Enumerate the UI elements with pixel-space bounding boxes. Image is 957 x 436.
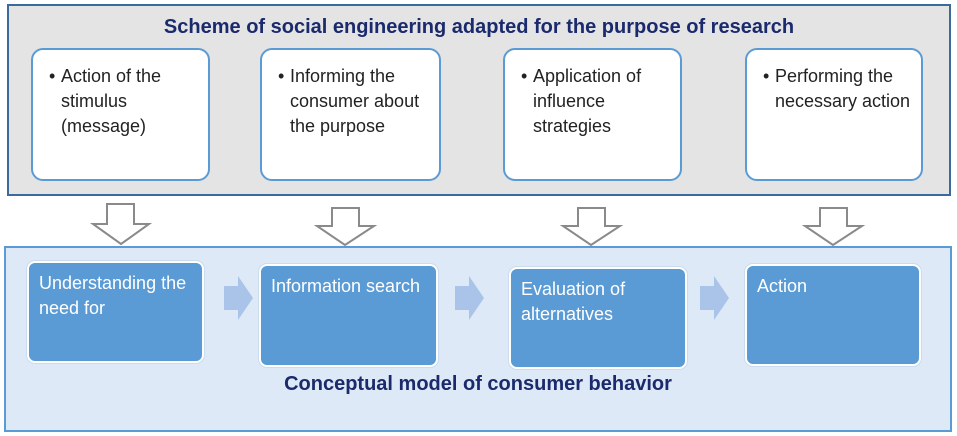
social-engineering-title: Scheme of social engineering adapted for… — [163, 16, 795, 38]
scheme-item: •Performing the necessary action — [745, 48, 923, 181]
down-arrow-icon — [89, 203, 153, 246]
step-box: Understanding the need for — [27, 261, 204, 363]
step-box: Information search — [259, 264, 438, 367]
step-box: Action — [745, 264, 921, 366]
down-arrow-icon — [801, 207, 866, 246]
down-arrow-icon — [313, 207, 378, 246]
scheme-item: •Informing the consumer about the purpos… — [260, 48, 441, 181]
right-arrow-icon — [700, 276, 729, 320]
scheme-item: •Application of influence strategies — [503, 48, 682, 181]
consumer-behavior-title: Conceptual model of consumer behavior — [284, 373, 672, 395]
step-box: Evaluation of alternatives — [509, 267, 687, 369]
right-arrow-icon — [455, 276, 484, 320]
right-arrow-icon — [224, 276, 253, 320]
down-arrows — [89, 203, 866, 246]
right-arrows — [224, 276, 729, 320]
scheme-item: •Action of the stimulus (message) — [31, 48, 210, 181]
down-arrow-icon — [559, 207, 624, 246]
